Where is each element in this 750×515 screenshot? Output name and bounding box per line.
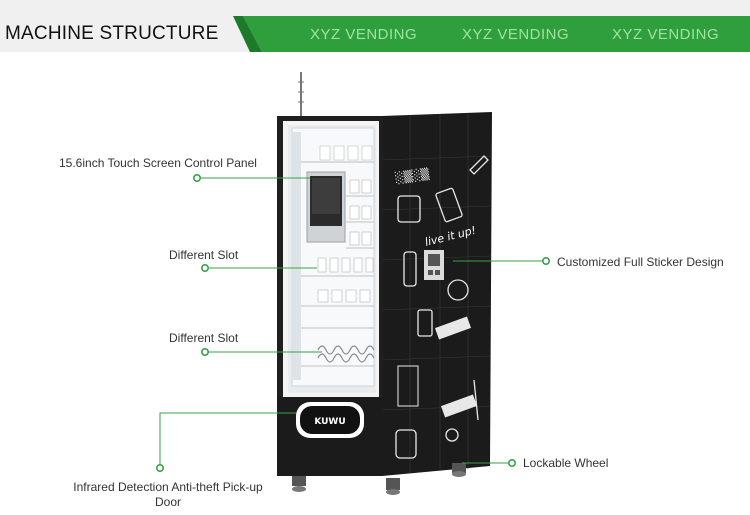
svg-text:░▒░▒: ░▒░▒ [394, 166, 430, 185]
callout-touch-screen: 15.6inch Touch Screen Control Panel [59, 156, 257, 170]
brand-tag-3: XYZ VENDING [612, 26, 720, 43]
brand-tag-2: XYZ VENDING [462, 26, 570, 43]
header-green-band [233, 16, 750, 52]
callout-slot-upper: Different Slot [169, 248, 239, 262]
callout-slot-lower: Different Slot [169, 331, 239, 345]
callout-sticker: Customized Full Sticker Design [557, 255, 724, 269]
page-title: MACHINE STRUCTURE [5, 23, 219, 44]
header-bar: MACHINE STRUCTURE XYZ VENDING XYZ VENDIN… [0, 0, 750, 52]
callout-pickup-door: Infrared Detection Anti-theft Pick-up Do… [73, 480, 263, 509]
callout-wheel: Lockable Wheel [523, 456, 609, 470]
brand-tag-1: XYZ VENDING [310, 26, 418, 43]
machine-logo: KUWU [314, 417, 345, 427]
